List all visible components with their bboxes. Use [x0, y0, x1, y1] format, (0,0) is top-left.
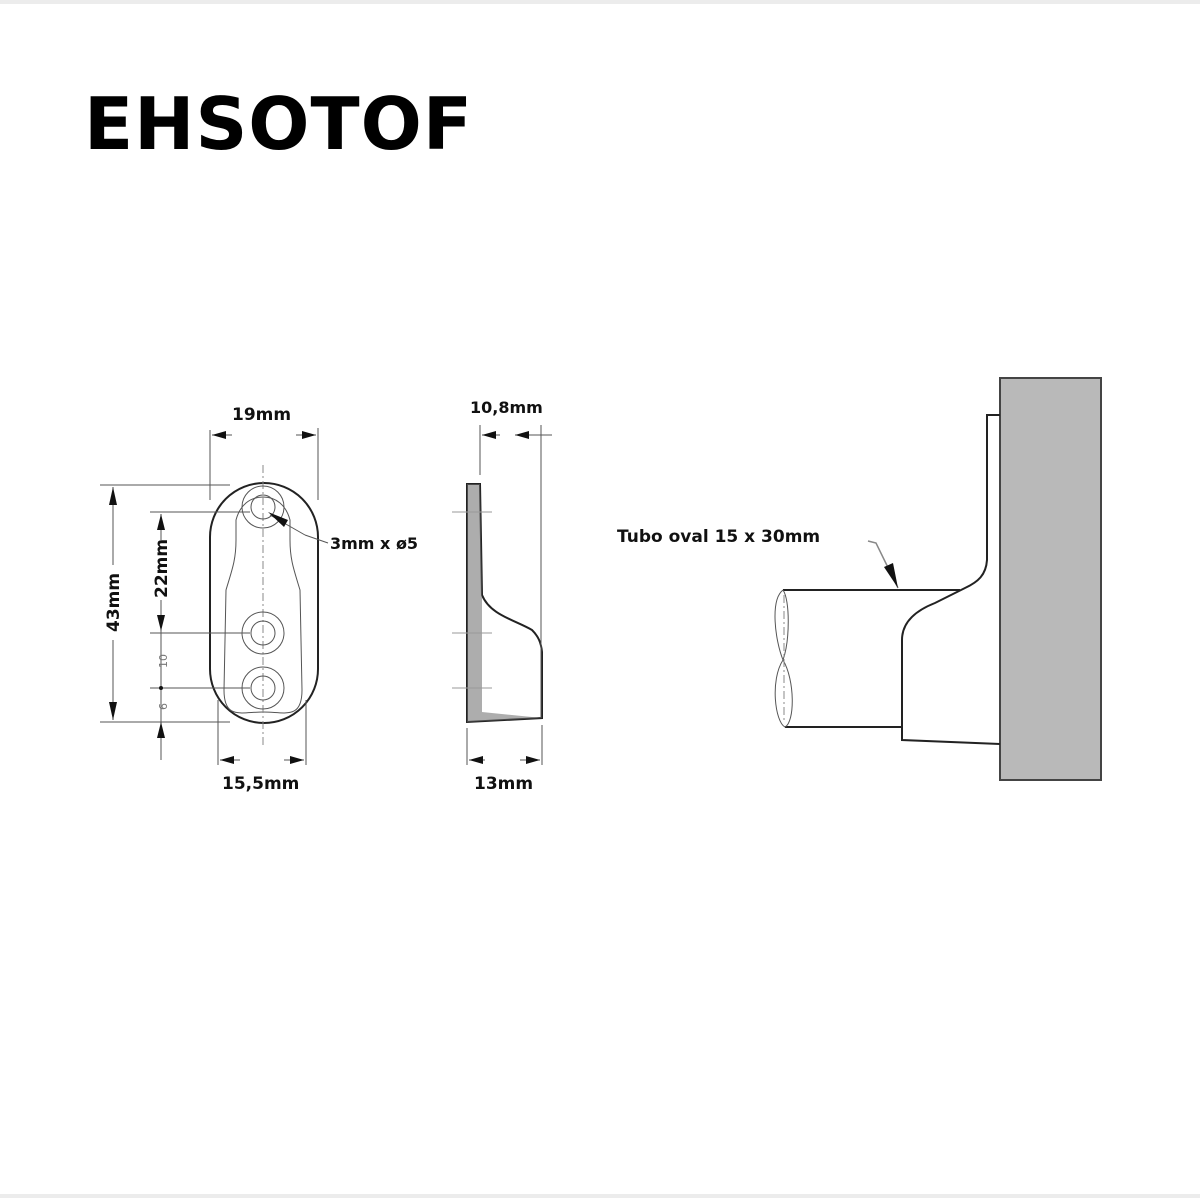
oval-tube — [783, 589, 960, 728]
product-title: EHSOTOF — [84, 82, 474, 166]
dim-width-top: 19mm — [232, 405, 291, 425]
dim-hole-spec: 3mm x ø5 — [330, 534, 418, 553]
side-dimension-arrows — [469, 431, 540, 764]
wall — [999, 377, 1102, 781]
dimension-arrows — [109, 431, 316, 764]
hole-top — [241, 485, 285, 529]
front-view: 19mm 43mm 22mm 10 6 3mm x ø5 15,5mm — [100, 405, 418, 794]
top-border — [0, 0, 1200, 4]
side-dimension-lines — [452, 425, 552, 765]
dim-depth-bottom: 13mm — [474, 774, 533, 794]
dim-hole-spacing: 22mm — [152, 539, 172, 598]
hole-middle-inner — [250, 620, 276, 646]
dim-small-10: 10 — [157, 654, 170, 668]
mount-view: Tubo oval 15 x 30mm — [617, 377, 1102, 781]
dim-small-6: 6 — [157, 703, 170, 710]
tube-label: Tubo oval 15 x 30mm — [617, 527, 820, 547]
mounting-holes — [241, 485, 285, 710]
dim-depth-top: 10,8mm — [470, 398, 543, 417]
bracket-side — [901, 414, 1001, 745]
hole-top-inner — [250, 494, 276, 520]
dim-width-bottom: 15,5mm — [222, 774, 299, 794]
tube-cut-end — [774, 589, 793, 728]
side-plate — [467, 484, 542, 722]
bracket-outline — [209, 482, 319, 724]
bottom-border — [0, 1194, 1200, 1198]
dim-height-total: 43mm — [104, 573, 124, 632]
side-view: 10,8mm 13mm — [452, 398, 552, 794]
side-profile — [466, 483, 543, 724]
tube-leader-arrow — [884, 563, 898, 588]
hole-bottom-inner — [250, 675, 276, 701]
